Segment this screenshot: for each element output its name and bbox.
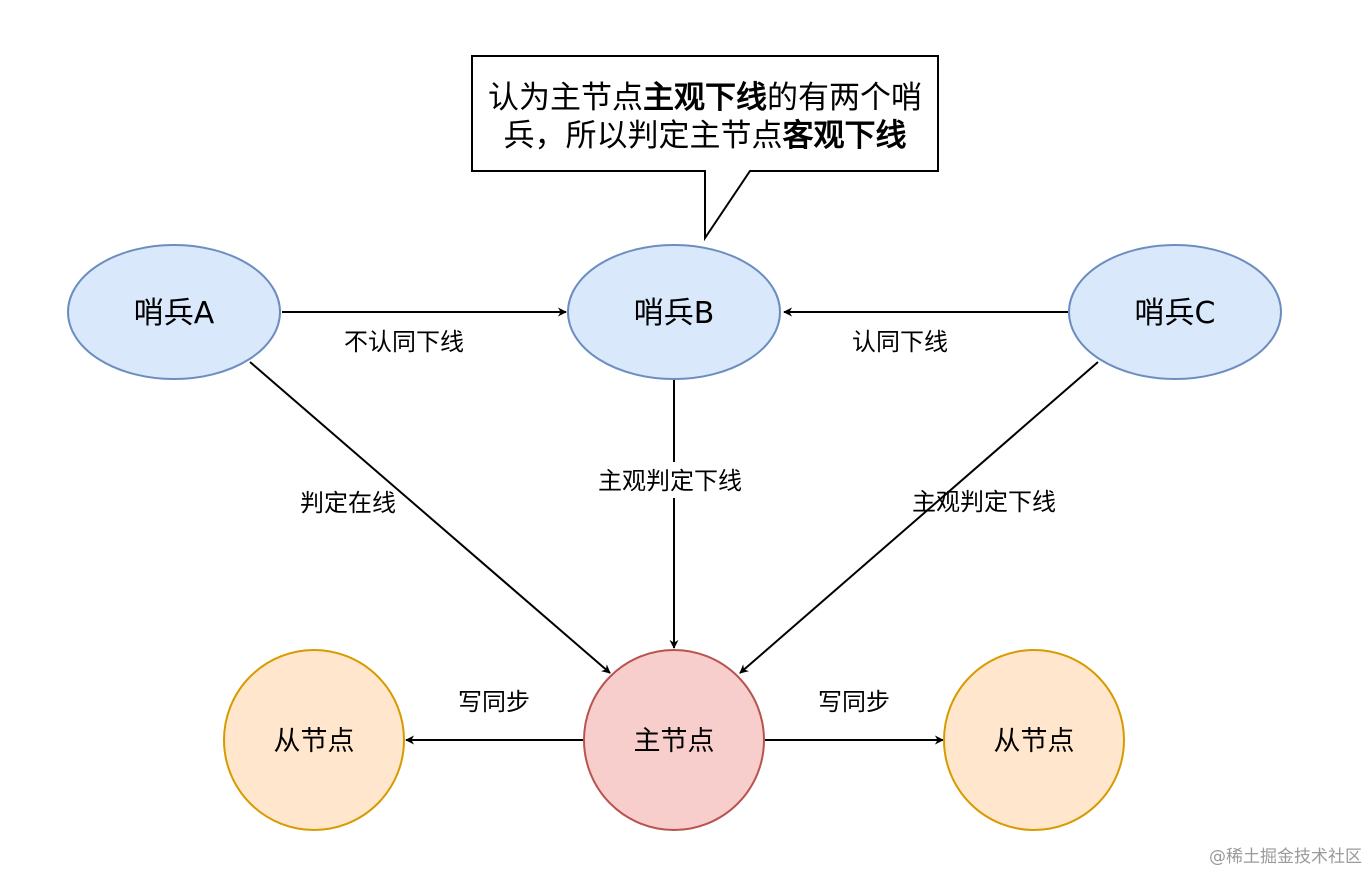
edge-label-b-to-master: 主观判定下线: [598, 467, 742, 495]
edge-label-c-to-master: 主观判定下线: [912, 488, 1056, 516]
slave-left-label: 从节点: [274, 726, 355, 757]
sentinel-c-shape: [1068, 244, 1282, 380]
edge-label-c-to-b: 认同下线: [852, 328, 948, 356]
callout-line-2: 兵，所以判定主节点客观下线: [504, 118, 907, 154]
master-label: 主节点: [634, 726, 715, 757]
node-sentinel-c: 哨兵C: [1068, 244, 1282, 380]
callout: 认为主节点主观下线的有两个哨 兵，所以判定主节点客观下线: [471, 55, 939, 242]
sentinel-b-shape: [567, 244, 781, 380]
edge-label-a-to-b: 不认同下线: [344, 328, 464, 356]
edge-label-master-to-right: 写同步: [818, 688, 890, 716]
edge-labels: 不认同下线 认同下线 判定在线 主观判定下线 主观判定下线 写同步 写同步: [300, 328, 1056, 716]
edge-a-to-master: [249, 361, 611, 674]
node-sentinel-b: 哨兵B: [567, 244, 781, 380]
sentinel-a-label: 哨兵A: [134, 296, 215, 331]
node-sentinel-a: 哨兵A: [67, 244, 281, 380]
edge-c-to-master: [739, 361, 1099, 674]
sentinel-b-label: 哨兵B: [634, 296, 715, 331]
edge-label-master-to-left: 写同步: [458, 688, 530, 716]
nodes: 哨兵A 哨兵B 哨兵C 主节点 从节点 从节点: [67, 244, 1282, 831]
sentinel-c-label: 哨兵C: [1135, 296, 1216, 331]
master-shape: [583, 649, 765, 831]
slave-right-label: 从节点: [994, 726, 1075, 757]
node-master: 主节点: [583, 649, 765, 831]
watermark: @稀土掘金技术社区: [1209, 847, 1362, 867]
slave-left-shape: [223, 649, 405, 831]
callout-shape: [471, 55, 939, 242]
edge-label-a-to-master: 判定在线: [300, 489, 396, 517]
edges: [249, 307, 1099, 745]
node-slave-left: 从节点: [223, 649, 405, 831]
label-bg-b-master: [588, 462, 752, 498]
node-slave-right: 从节点: [943, 649, 1125, 831]
callout-line-1: 认为主节点主观下线的有两个哨: [488, 80, 922, 116]
slave-right-shape: [943, 649, 1125, 831]
sentinel-a-shape: [67, 244, 281, 380]
